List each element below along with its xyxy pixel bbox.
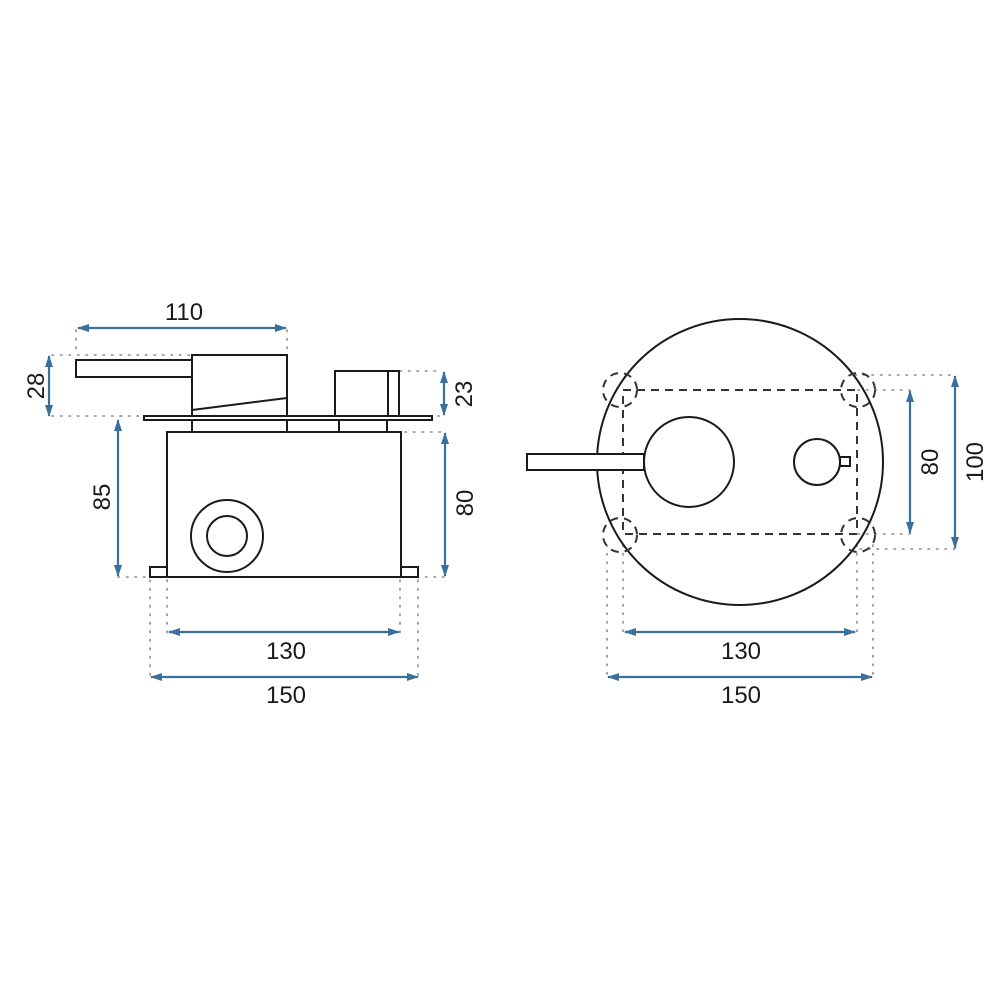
diverter-dial — [793, 438, 841, 486]
corner-hole-tr — [840, 372, 876, 408]
front-view: 80 100 130 150 — [526, 318, 989, 709]
front-lever — [526, 453, 645, 471]
box-cutout-hidden — [622, 389, 858, 535]
front-extension-lines — [606, 374, 956, 681]
side-view: 110 28 23 85 80 130 150 — [23, 299, 479, 709]
dim-label-23: 23 — [451, 381, 478, 408]
dim-label-150-front: 150 — [721, 682, 761, 709]
mixer-dial — [643, 416, 735, 508]
dim-label-130-front: 130 — [721, 638, 761, 665]
corner-hole-br — [840, 517, 876, 553]
dim-label-100-front: 100 — [962, 442, 989, 482]
dim-label-80-front: 80 — [917, 449, 944, 476]
diverter-knob — [334, 370, 400, 417]
dim-label-130-side: 130 — [266, 638, 306, 665]
box-foot-right — [400, 566, 419, 578]
box-foot-left — [149, 566, 168, 578]
side-extension-lines — [51, 329, 446, 681]
mounting-box — [166, 431, 402, 578]
mixer-body — [191, 354, 288, 417]
dim-label-85: 85 — [89, 484, 116, 511]
dim-label-110: 110 — [165, 299, 203, 326]
inlet-outer — [190, 499, 264, 573]
inlet-inner — [206, 515, 248, 557]
corner-hole-bl — [602, 517, 638, 553]
dim-label-150-side: 150 — [266, 682, 306, 709]
dim-label-80-side: 80 — [452, 490, 479, 517]
diverter-tab — [839, 456, 851, 467]
dim-label-28: 28 — [23, 373, 50, 400]
corner-hole-tl — [602, 372, 638, 408]
lever-handle — [75, 359, 193, 378]
